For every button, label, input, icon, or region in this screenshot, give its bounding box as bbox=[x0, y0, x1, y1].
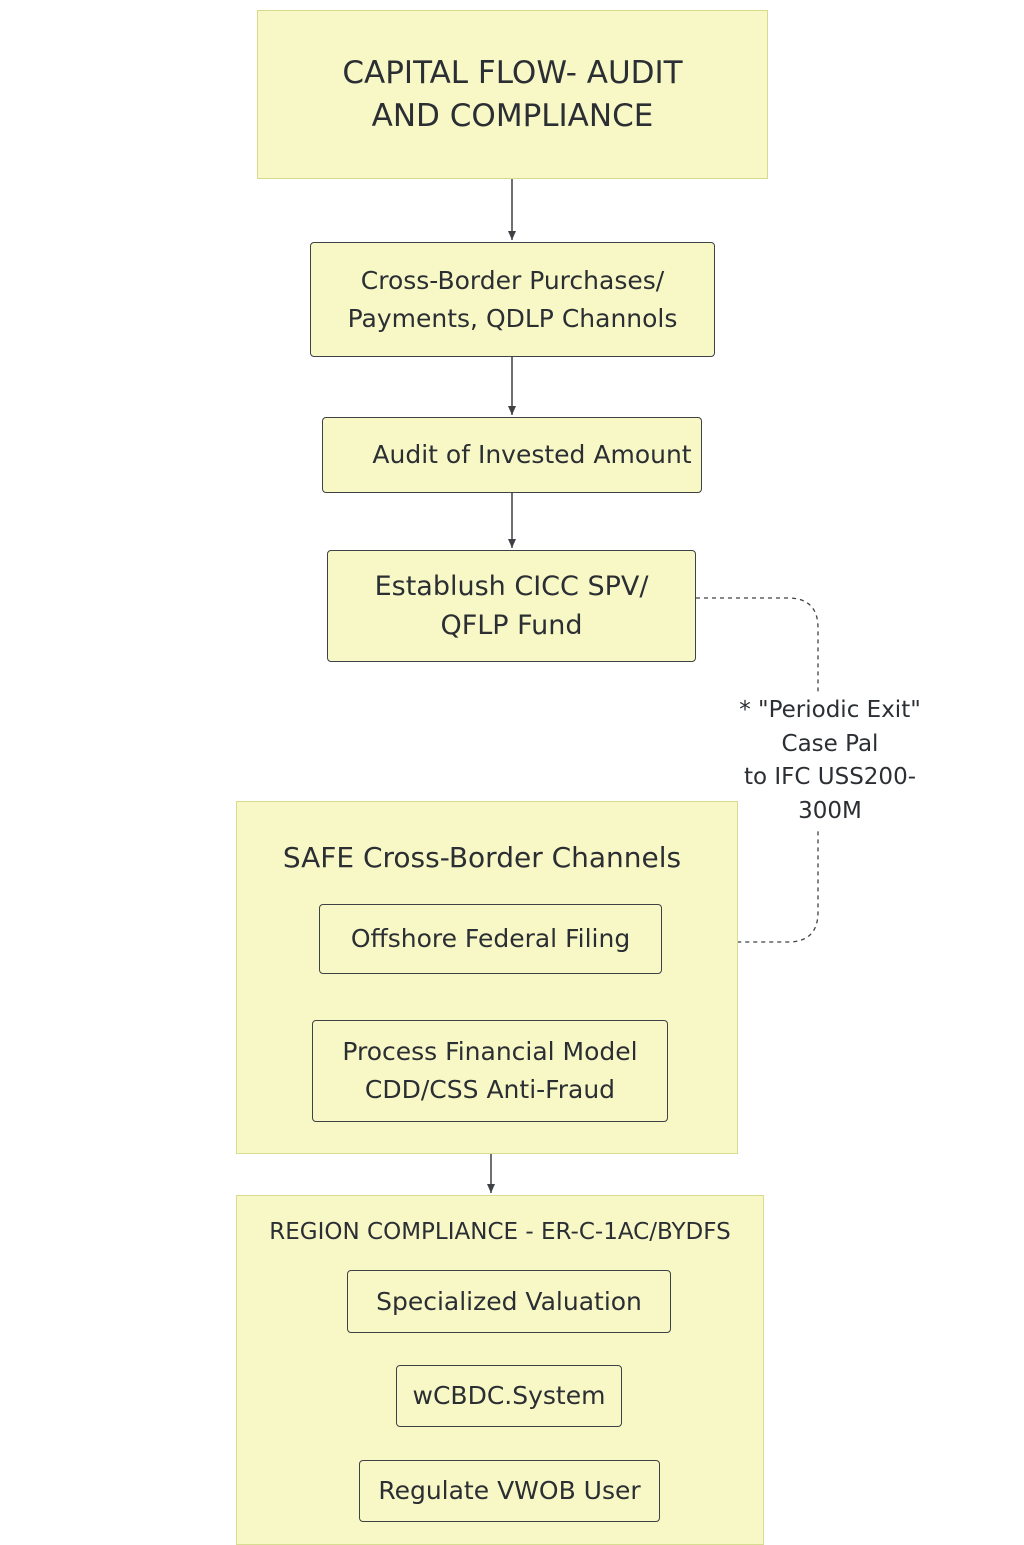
valuation-box: Specialized Valuation bbox=[347, 1270, 671, 1333]
region-panel-heading: REGION COMPLIANCE - ER-C-1AC/BYDFS bbox=[269, 1219, 731, 1245]
offshore-filing-label: Offshore Federal Filing bbox=[350, 924, 631, 953]
offshore-filing-box: Offshore Federal Filing bbox=[319, 904, 662, 974]
establish-label: Establush CICC SPV/ QFLP Fund bbox=[374, 571, 649, 641]
diagram-title: CAPITAL FLOW- AUDIT AND COMPLIANCE bbox=[342, 54, 683, 134]
regulate-box: Regulate VWOB User bbox=[359, 1460, 660, 1522]
cross-border-label: Cross-Border Purchases/ Payments, QDLP C… bbox=[347, 265, 678, 333]
diagram-title-box: CAPITAL FLOW- AUDIT AND COMPLIANCE bbox=[257, 10, 768, 179]
valuation-label: Specialized Valuation bbox=[376, 1286, 642, 1316]
audit-label: Audit of Invested Amount bbox=[372, 440, 692, 469]
regulate-label: Regulate VWOB User bbox=[378, 1476, 641, 1505]
wcbdc-label: wCBDC.System bbox=[412, 1381, 606, 1410]
wcbdc-box: wCBDC.System bbox=[396, 1365, 622, 1427]
safe-panel-heading: SAFE Cross-Border Channels bbox=[282, 841, 682, 874]
audit-box: Audit of Invested Amount bbox=[322, 417, 702, 493]
periodic-exit-note: * "Periodic Exit" Case Pal to IFC USS200… bbox=[720, 694, 940, 828]
process-financial-box: Process Financial Model CDD/CSS Anti-Fra… bbox=[312, 1020, 668, 1122]
establish-box: Establush CICC SPV/ QFLP Fund bbox=[327, 550, 696, 662]
cross-border-box: Cross-Border Purchases/ Payments, QDLP C… bbox=[310, 242, 715, 357]
process-financial-label: Process Financial Model CDD/CSS Anti-Fra… bbox=[342, 1037, 638, 1104]
